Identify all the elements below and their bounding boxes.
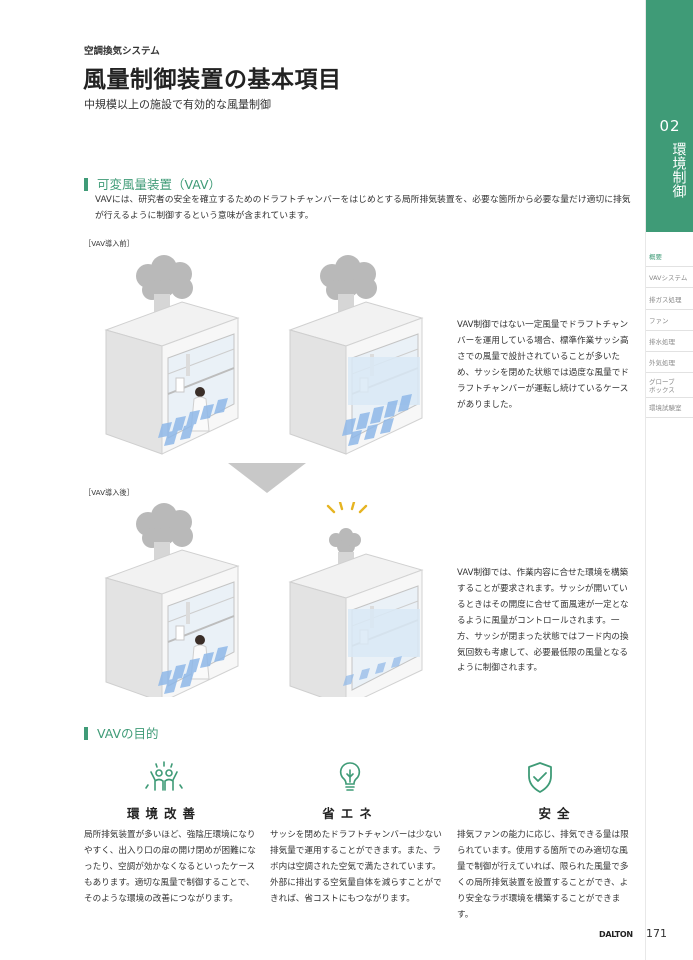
- sidebar-item-wastewater[interactable]: 排水処理: [649, 338, 675, 346]
- down-arrow-icon: [228, 463, 306, 493]
- sidebar-item-vav-system[interactable]: VAVシステム: [649, 274, 688, 282]
- sidebar-item-exhaust-gas[interactable]: 排ガス処理: [649, 296, 682, 304]
- purpose-body: 局所排気装置が多いほど、強陰圧環境になりやすく、出入り口の扉の開け閉めが困難にな…: [84, 830, 256, 904]
- sparkle-lines: [326, 502, 368, 514]
- vav-description: VAVには、研究者の安全を確立するためのドラフトチャンバーをはじめとする局所排気…: [95, 195, 631, 221]
- sidebar-item-environmental-test-room[interactable]: 環境試験室: [649, 404, 682, 412]
- purpose-title: 省エネ: [322, 806, 378, 821]
- section-heading-vav: 可変風量装置（VAV）: [84, 174, 221, 193]
- fume-hood-before-open-illustration: [104, 254, 254, 459]
- fume-hood-after-open-illustration: [104, 502, 254, 697]
- heading-bar: [84, 727, 88, 740]
- brand-logo: DALTON: [599, 930, 633, 939]
- page-title: 風量制御装置の基本項目: [83, 67, 342, 93]
- purpose-title: 環境改善: [126, 806, 201, 821]
- section-heading-purpose-text: VAVの目的: [97, 726, 159, 741]
- lightbulb-icon: [339, 762, 361, 791]
- category-label: 空調換気システム: [84, 46, 160, 57]
- chapter-title: 環境制御: [670, 142, 687, 198]
- chapter-tab: 02 環境制御: [646, 0, 693, 232]
- chapter-sidebar: 02 環境制御 概要 VAVシステム 排ガス処理 ファン 排水処理 外気処理 グ…: [645, 0, 693, 960]
- case-before-text: VAV制御ではない一定風量でドラフトチャンバーを運用している場合、標準作業サッシ…: [457, 320, 629, 410]
- purpose-body: 排気ファンの能力に応じ、排気できる量は限られています。使用する箇所でのみ適切な風…: [457, 830, 629, 920]
- case-after-text: VAV制御では、作業内容に合せた環境を構築することが要求されます。サッシが開いて…: [457, 568, 629, 674]
- purpose-title: 安全: [538, 806, 576, 821]
- case-before-label: ［VAV導入前］: [84, 239, 134, 248]
- case-after-label: ［VAV導入後］: [84, 488, 134, 497]
- sidebar-item-fan[interactable]: ファン: [649, 317, 669, 325]
- people-cheer-icon: [145, 761, 183, 791]
- heading-bar: [84, 178, 88, 191]
- sidebar-item-outdoor-air[interactable]: 外気処理: [649, 359, 675, 367]
- fume-hood-before-closed-illustration: [288, 254, 438, 459]
- fume-hood-after-closed-illustration: [288, 502, 438, 697]
- page-number: 171: [646, 927, 667, 940]
- chapter-number: 02: [659, 117, 681, 135]
- page-subtitle: 中規模以上の施設で有効的な風量制御: [84, 98, 271, 111]
- shield-check-icon: [528, 762, 552, 793]
- section-heading-purpose: VAVの目的: [84, 723, 159, 742]
- sidebar-item-overview[interactable]: 概要: [649, 253, 662, 261]
- section-heading-vav-text: 可変風量装置（VAV）: [97, 177, 222, 192]
- purpose-body: サッシを閉めたドラフトチャンバーは少ない排気量で運用することができます。また、ラ…: [270, 830, 442, 904]
- sidebar-item-glove-box[interactable]: グローブボックス: [649, 378, 675, 394]
